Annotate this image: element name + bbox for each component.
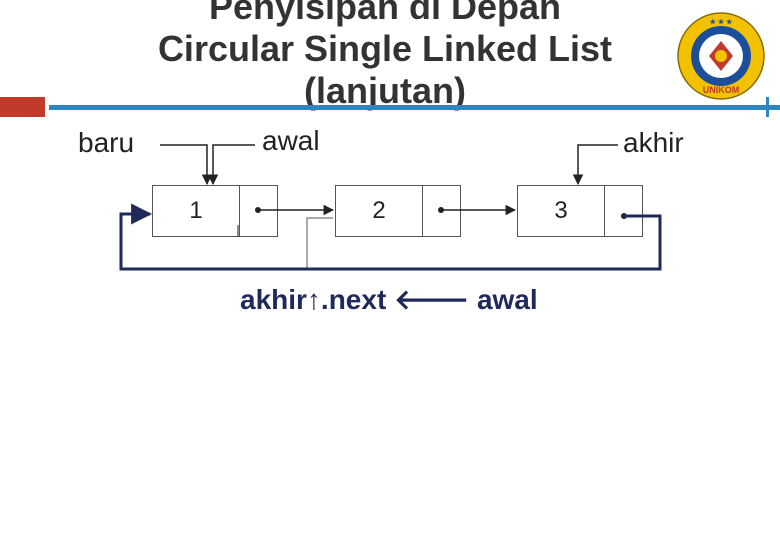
node-1-divider (239, 186, 240, 236)
pointer-label-awal: awal (262, 125, 320, 156)
statement-lhs: akhir↑.next (240, 284, 387, 315)
pointer-arrow-baru (160, 144, 213, 186)
svg-text:★ ★ ★: ★ ★ ★ (710, 18, 733, 26)
pointer-arrow-akhir (572, 144, 618, 186)
node-2-divider (422, 186, 423, 236)
pointer-label-baru: baru (78, 127, 135, 158)
header-rule-cap (766, 97, 769, 117)
statement-rhs: awal (476, 284, 538, 315)
node-3-divider (604, 186, 605, 236)
title-line-3: (lanjutan) (304, 70, 466, 111)
node-1-value: 1 (189, 197, 203, 224)
list-node-3: 3 (517, 185, 643, 237)
node-3-value: 3 (554, 197, 568, 224)
left-arrow-icon: 🡐 (394, 284, 470, 315)
header-blue-rule (49, 105, 780, 110)
loop-branch (306, 217, 333, 269)
pointer-arrow-awal (207, 144, 255, 186)
svg-text:UNIKOM: UNIKOM (703, 85, 740, 95)
title-line-2: Circular Single Linked List (157, 28, 613, 69)
slide-title: Penyisipan di Depan Circular Single Link… (110, 0, 660, 112)
circular-link (119, 203, 662, 271)
header-red-bar (0, 97, 45, 117)
pointer-label-akhir: akhir (623, 127, 684, 158)
unikom-logo: ★ ★ ★ UNIKOM (677, 12, 765, 100)
assignment-statement: akhir↑.next 🡐 awal (240, 283, 538, 317)
title-line-1: Penyisipan di Depan (208, 0, 562, 27)
node-2-value: 2 (372, 197, 386, 224)
